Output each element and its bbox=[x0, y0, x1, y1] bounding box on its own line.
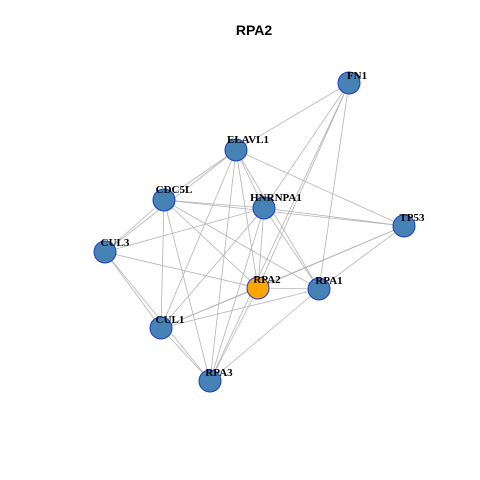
node-circle[interactable] bbox=[152, 188, 176, 212]
edge-rpa1-rpa3 bbox=[209, 288, 320, 382]
edge-hnrnpa1-cul1 bbox=[160, 207, 265, 329]
node-rpa3[interactable]: RPA3 bbox=[198, 367, 233, 393]
edge-hnrnpa1-rpa2 bbox=[257, 207, 265, 289]
edge-cul1-rpa3 bbox=[160, 327, 211, 382]
edge-fn1-elavl1 bbox=[235, 82, 350, 151]
edge-hnrnpa1-cul3 bbox=[104, 207, 265, 253]
edge-elavl1-tp53 bbox=[235, 149, 405, 227]
edge-fn1-rpa1 bbox=[318, 82, 350, 290]
node-label: CUL1 bbox=[156, 314, 185, 326]
node-rpa1[interactable]: RPA1 bbox=[307, 275, 343, 301]
edge-rpa1-cul1 bbox=[160, 288, 320, 329]
node-circle[interactable] bbox=[392, 214, 416, 238]
node-circle[interactable] bbox=[246, 276, 270, 300]
node-fn1[interactable]: FN1 bbox=[337, 70, 367, 95]
node-label: CDC5L bbox=[156, 184, 193, 196]
node-hnrnpa1[interactable]: HNRNPA1 bbox=[250, 192, 302, 220]
node-circle[interactable] bbox=[224, 138, 248, 162]
edge-cul3-cul1 bbox=[104, 251, 162, 329]
edge-elavl1-cul1 bbox=[160, 149, 237, 329]
edge-cdc5l-tp53 bbox=[163, 199, 405, 227]
edge-fn1-hnrnpa1 bbox=[263, 82, 350, 209]
edge-hnrnpa1-tp53 bbox=[263, 207, 405, 227]
edge-cul3-rpa2 bbox=[104, 251, 259, 289]
edge-rpa2-rpa3 bbox=[209, 287, 259, 382]
node-circle[interactable] bbox=[307, 277, 331, 301]
node-label: RPA3 bbox=[205, 367, 233, 379]
node-label: RPA1 bbox=[315, 275, 342, 287]
edge-rpa2-cul1 bbox=[160, 287, 259, 329]
edge-fn1-rpa2 bbox=[257, 82, 350, 289]
node-circle[interactable] bbox=[149, 316, 173, 340]
edge-elavl1-rpa1 bbox=[235, 149, 320, 290]
edge-fn1-rpa3 bbox=[209, 82, 350, 382]
edge-layer bbox=[104, 82, 405, 382]
edge-hnrnpa1-rpa3 bbox=[209, 207, 265, 382]
edge-cdc5l-hnrnpa1 bbox=[163, 199, 265, 209]
edge-elavl1-rpa3 bbox=[209, 149, 237, 382]
edge-cdc5l-cul3 bbox=[104, 199, 165, 253]
node-elavl1[interactable]: ELAVL1 bbox=[224, 134, 269, 162]
edge-cdc5l-cul1 bbox=[160, 199, 165, 329]
edge-elavl1-rpa2 bbox=[235, 149, 259, 289]
node-label: TP53 bbox=[399, 212, 425, 224]
edge-cdc5l-rpa1 bbox=[163, 199, 320, 290]
node-cul1[interactable]: CUL1 bbox=[149, 314, 185, 340]
edge-cdc5l-rpa2 bbox=[163, 199, 259, 289]
node-label: HNRNPA1 bbox=[250, 192, 302, 204]
node-circle[interactable] bbox=[93, 240, 117, 264]
node-circle[interactable] bbox=[252, 196, 276, 220]
node-circle[interactable] bbox=[337, 71, 361, 95]
node-label: CUL3 bbox=[101, 237, 130, 249]
node-cul3[interactable]: CUL3 bbox=[93, 237, 130, 264]
edge-cul3-rpa3 bbox=[104, 251, 211, 382]
node-label: RPA2 bbox=[253, 274, 281, 286]
node-tp53[interactable]: TP53 bbox=[392, 212, 425, 238]
edge-elavl1-cdc5l bbox=[163, 149, 237, 201]
diagram-title: RPA2 bbox=[236, 22, 273, 38]
node-label: FN1 bbox=[347, 70, 367, 82]
node-label: ELAVL1 bbox=[227, 134, 269, 146]
edge-tp53-rpa1 bbox=[318, 225, 405, 290]
node-cdc5l[interactable]: CDC5L bbox=[152, 184, 193, 212]
edge-cdc5l-rpa3 bbox=[163, 199, 211, 382]
edge-hnrnpa1-rpa1 bbox=[263, 207, 320, 290]
node-circle[interactable] bbox=[198, 369, 222, 393]
node-rpa2[interactable]: RPA2 bbox=[246, 274, 281, 300]
